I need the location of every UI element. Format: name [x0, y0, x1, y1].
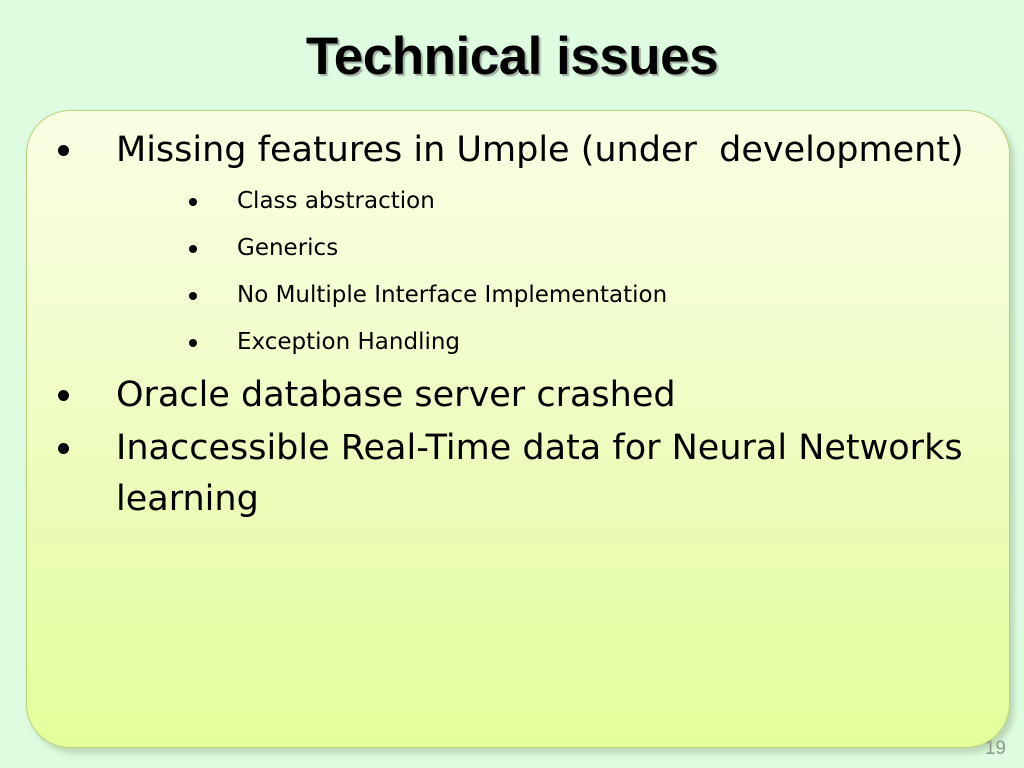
sub-bullet-text: No Multiple Interface Implementation: [237, 282, 668, 308]
bullet-item-level2: No Multiple Interface Implementation: [116, 276, 971, 314]
bullet-item-level1: Oracle database server crashed: [27, 370, 1009, 421]
slide-number: 19: [984, 738, 1006, 759]
sub-bullet-dot-icon: [189, 339, 197, 347]
content-placeholder-box: Missing features in Umple (under develop…: [26, 110, 1010, 748]
bullet-item-level2: Generics: [116, 229, 971, 267]
bullet-dot-icon: [58, 145, 69, 156]
sub-bullet-text: Class abstraction: [237, 188, 435, 214]
bullet-item-level1: Inaccessible Real-Time data for Neural N…: [27, 423, 1009, 525]
bullet-dot-icon: [58, 390, 69, 401]
sub-bullet-dot-icon: [189, 245, 197, 253]
sub-bullet-dot-icon: [189, 292, 197, 300]
bullet-list: Missing features in Umple (under develop…: [27, 125, 1009, 527]
sub-bullet-text: Exception Handling: [237, 329, 461, 355]
bullet-text: Oracle database server crashed: [116, 375, 676, 415]
bullet-item-level1: Missing features in Umple (under develop…: [27, 125, 1009, 361]
bullet-item-level2: Exception Handling: [116, 323, 971, 361]
bullet-dot-icon: [58, 443, 69, 454]
slide-title: Technical issues: [305, 27, 719, 86]
bullet-text: Inaccessible Real-Time data for Neural N…: [116, 428, 974, 519]
bullet-text: Missing features in Umple (under develop…: [116, 130, 964, 170]
sub-bullet-dot-icon: [189, 198, 197, 206]
bullet-item-level2: Class abstraction: [116, 182, 971, 220]
sub-bullet-list: Class abstraction Generics No Multiple I…: [116, 182, 971, 361]
sub-bullet-text: Generics: [237, 235, 339, 261]
